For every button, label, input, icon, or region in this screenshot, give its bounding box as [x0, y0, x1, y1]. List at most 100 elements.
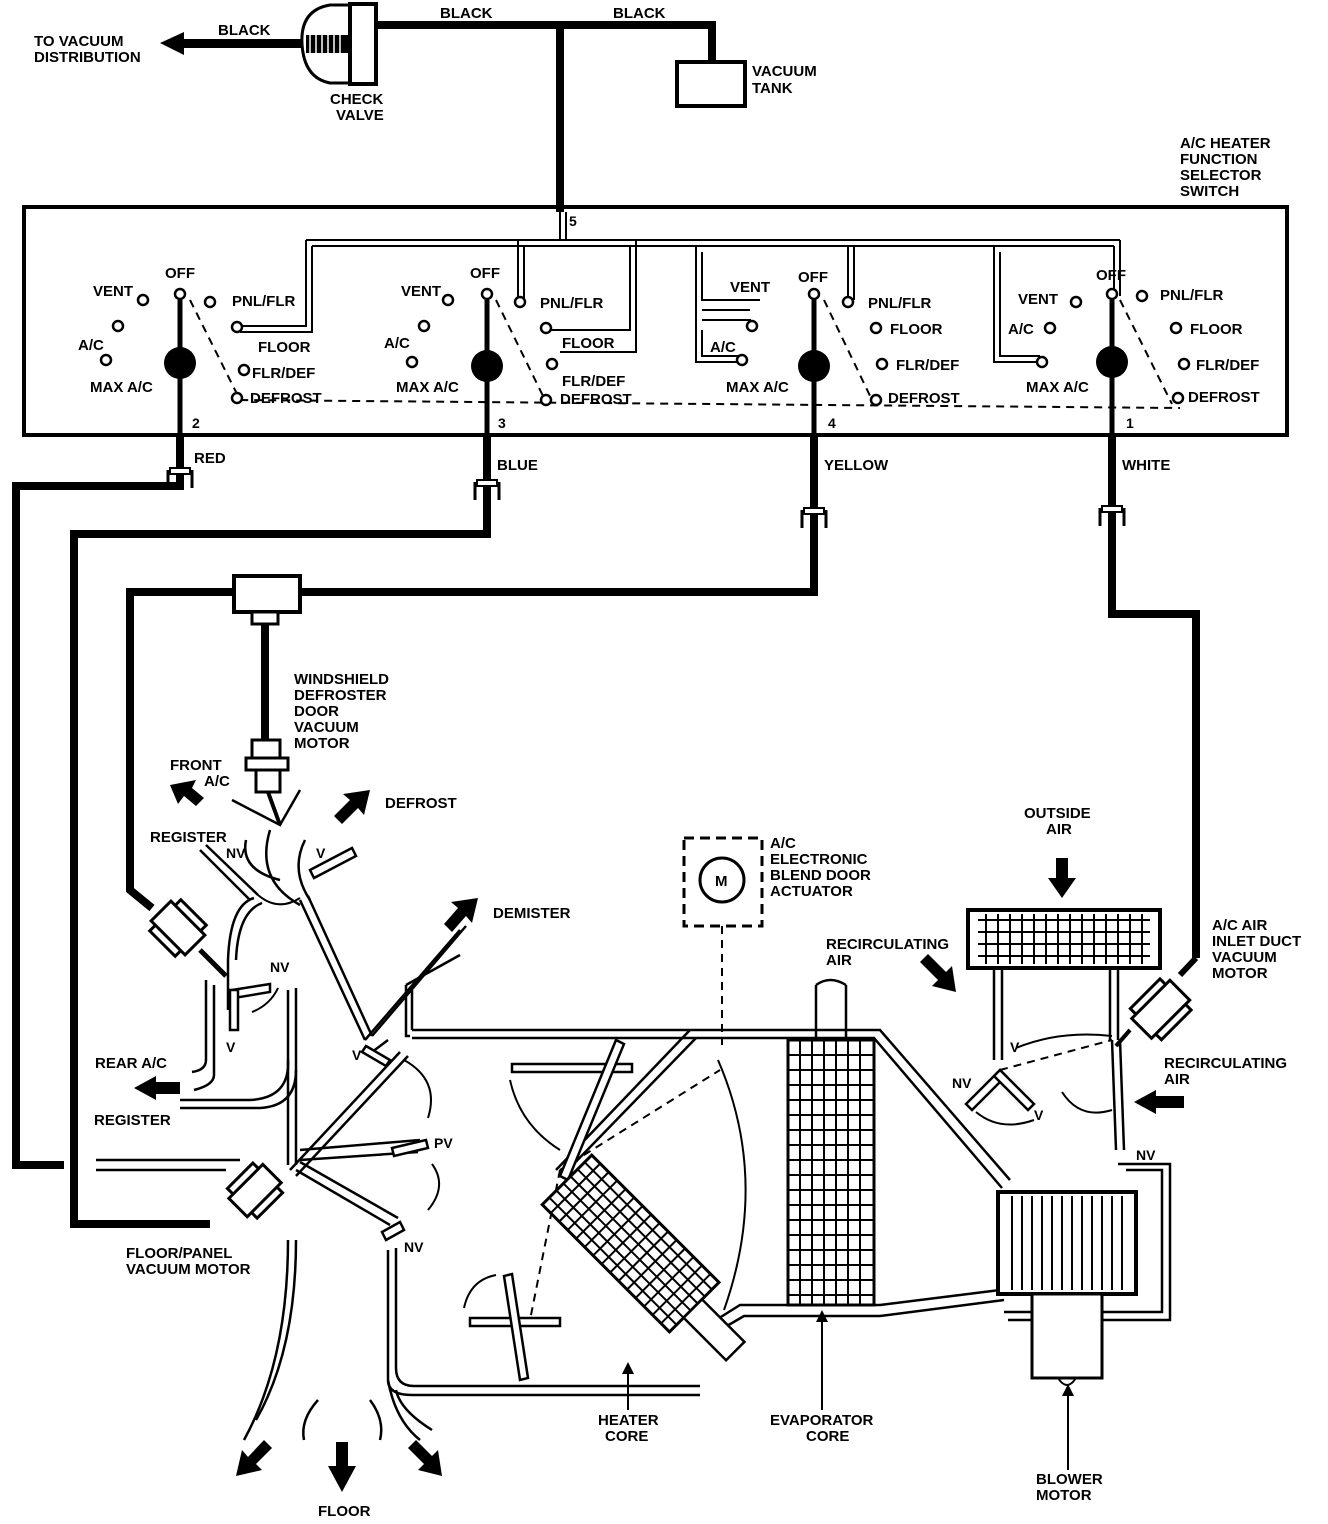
- inlet-motor-label-3: VACUUM: [1212, 949, 1277, 966]
- floor-label: FLOOR: [318, 1503, 371, 1520]
- nv-label-5: NV: [1136, 1147, 1156, 1163]
- demister-arrow-icon: [444, 898, 478, 932]
- sel1-pnlflr: PNL/FLR: [232, 293, 295, 310]
- sel2-defrost: DEFROST: [560, 391, 632, 408]
- heater-core: HEATER CORE: [540, 1153, 747, 1445]
- tee-connector: [126, 574, 302, 912]
- function-selector-switch: A/C HEATER FUNCTION SELECTOR SWITCH 5: [22, 135, 1289, 437]
- recirc-right-label-1: RECIRCULATING: [1164, 1055, 1287, 1072]
- blend-label-1: A/C: [770, 835, 796, 852]
- floor-panel-vacuum-motor: FLOOR/PANEL VACUUM MOTOR: [126, 1160, 285, 1278]
- floor-panel-label-2: VACUUM MOTOR: [126, 1261, 251, 1278]
- hose-red-label: RED: [194, 450, 226, 467]
- switch-title-1: A/C HEATER: [1180, 135, 1271, 152]
- hose-blue-label: BLUE: [497, 457, 538, 474]
- windshield-motor-label-2: DEFROSTER: [294, 687, 387, 704]
- hose-white-label: WHITE: [1122, 457, 1170, 474]
- hose-white: WHITE: [1098, 435, 1200, 958]
- sel2-floor: FLOOR: [562, 335, 615, 352]
- hose-black-right-label: BLACK: [613, 5, 666, 22]
- sel3-defrost: DEFROST: [888, 390, 960, 407]
- blend-label-4: ACTUATOR: [770, 883, 853, 900]
- vacuum-tank-label-1: VACUUM: [752, 63, 817, 80]
- check-valve-label-1: CHECK: [330, 91, 384, 108]
- sel4-maxac: MAX A/C: [1026, 379, 1089, 396]
- defrost-arrow-icon: [334, 790, 370, 824]
- v-label-2: V: [226, 1039, 236, 1055]
- sel1-ac: A/C: [78, 337, 104, 354]
- blower-label-2: MOTOR: [1036, 1487, 1092, 1504]
- recirc-top-label-1: RECIRCULATING: [826, 936, 949, 953]
- recirc-right-label-2: AIR: [1164, 1071, 1190, 1088]
- blend-label-3: BLEND DOOR: [770, 867, 871, 884]
- floor-arrow-center-icon: [328, 1442, 356, 1492]
- sel1-flrdef: FLR/DEF: [252, 365, 315, 382]
- sel3-maxac: MAX A/C: [726, 379, 789, 396]
- nv-label-2: NV: [270, 959, 290, 975]
- rear-ac-label: REAR A/C: [95, 1055, 167, 1072]
- sel4-off: OFF: [1096, 267, 1126, 284]
- sel3-off: OFF: [798, 269, 828, 286]
- floor-arrow-right-icon: [408, 1440, 442, 1476]
- recirc-top-label-2: AIR: [826, 952, 852, 969]
- heater-core-label-1: HEATER: [598, 1412, 659, 1429]
- inlet-motor-label-2: INLET DUCT: [1212, 933, 1301, 950]
- supply-hose: BLACK BLACK: [376, 5, 716, 212]
- recirc-air-top-arrow-icon: [920, 954, 956, 992]
- nv-label-3: NV: [404, 1239, 424, 1255]
- to-vacuum-distribution: TO VACUUM DISTRIBUTION BLACK: [34, 22, 305, 66]
- floor-arrow-left-icon: [236, 1440, 272, 1476]
- vacuum-tank: VACUUM TANK: [675, 60, 817, 108]
- pv-label: PV: [434, 1135, 453, 1151]
- door-state-labels: NV V NV V V PV NV NV V V NV: [226, 845, 1156, 1255]
- windshield-motor-label-1: WINDSHIELD: [294, 671, 389, 688]
- v-label-5: V: [1034, 1107, 1044, 1123]
- outside-air-label-1: OUTSIDE: [1024, 805, 1091, 822]
- sel3-floor: FLOOR: [890, 321, 943, 338]
- sel2-flrdef: FLR/DEF: [562, 373, 625, 390]
- v-label-3: V: [352, 1047, 362, 1063]
- evaporator-label-2: CORE: [806, 1428, 849, 1445]
- sel1-floor: FLOOR: [258, 339, 311, 356]
- nv-label-4: NV: [952, 1075, 972, 1091]
- switch-title-4: SWITCH: [1180, 183, 1239, 200]
- v-label-4: V: [1010, 1039, 1020, 1055]
- blower-assembly: BLOWER MOTOR: [996, 1162, 1172, 1504]
- heater-core-label-2: CORE: [605, 1428, 648, 1445]
- left-ducting: [96, 789, 700, 1441]
- to-distribution-arrow-icon: [160, 32, 305, 55]
- hose-yellow-label: YELLOW: [824, 457, 889, 474]
- hose-black-mid-label: BLACK: [440, 5, 493, 22]
- airflow-labels: FRONT A/C REGISTER DEFROST DEMISTER REAR…: [94, 757, 1287, 1520]
- sel4-ac: A/C: [1008, 321, 1034, 338]
- sel2-vent: VENT: [401, 283, 441, 300]
- windshield-motor-label-3: DOOR: [294, 703, 339, 720]
- to-distribution-line2: DISTRIBUTION: [34, 49, 141, 66]
- hose-yellow: YELLOW: [300, 435, 889, 596]
- hose-red: RED: [12, 435, 226, 1169]
- sel2-pnlflr: PNL/FLR: [540, 295, 603, 312]
- rear-ac-arrow-icon: [134, 1076, 180, 1100]
- to-distribution-line1: TO VACUUM: [34, 33, 123, 50]
- port-number-2: 2: [192, 415, 200, 431]
- sel2-off: OFF: [470, 265, 500, 282]
- vacuum-tank-label-2: TANK: [752, 80, 793, 97]
- blower-label-1: BLOWER: [1036, 1471, 1103, 1488]
- windshield-defroster-motor: WINDSHIELD DEFROSTER DOOR VACUUM MOTOR: [244, 671, 389, 826]
- defrost-label: DEFROST: [385, 795, 457, 812]
- windshield-motor-label-5: MOTOR: [294, 735, 350, 752]
- sel3-ac: A/C: [710, 339, 736, 356]
- outside-air-label-2: AIR: [1046, 821, 1072, 838]
- sel3-flrdef: FLR/DEF: [896, 357, 959, 374]
- front-ac-label-1: FRONT: [170, 757, 222, 774]
- sel4-flrdef: FLR/DEF: [1196, 357, 1259, 374]
- register-label: REGISTER: [150, 829, 227, 846]
- sel3-pnlflr: PNL/FLR: [868, 295, 931, 312]
- sel4-defrost: DEFROST: [1188, 389, 1260, 406]
- motor-symbol: M: [715, 873, 728, 890]
- v-label-1: V: [316, 845, 326, 861]
- check-valve-label-2: VALVE: [336, 107, 384, 124]
- inlet-motor-label-4: MOTOR: [1212, 965, 1268, 982]
- selector-port-1: OFF VENT PNL/FLR A/C FLOOR MAX A/C FLR/D…: [1008, 267, 1260, 435]
